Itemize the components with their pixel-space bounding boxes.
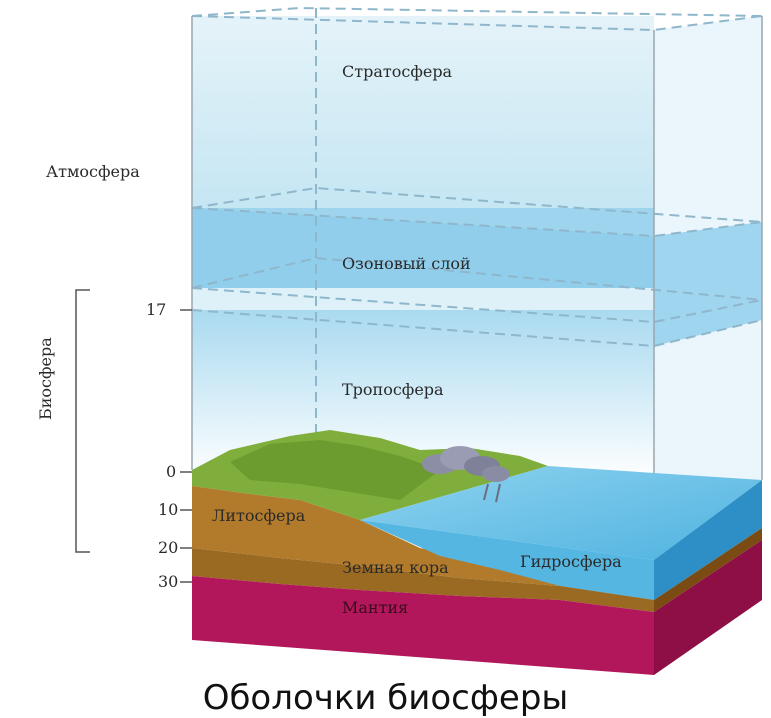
ozone-layer-label: Озоновый слой — [342, 254, 471, 273]
block-right-mantle — [654, 540, 762, 675]
block-right-water — [654, 480, 762, 600]
tick-label-20: 20 — [158, 538, 179, 557]
hydrosphere-front — [360, 520, 654, 600]
diagram-canvas — [75, 6, 763, 675]
ozone-gap — [192, 288, 654, 310]
hydrosphere-label: Гидросфера — [520, 552, 622, 571]
figure-caption: Оболочки биосферы — [202, 678, 569, 718]
water-surface — [360, 466, 762, 560]
crust-layer — [192, 548, 654, 612]
stratosphere-label: Стратосфера — [342, 62, 453, 81]
layer-boundaries — [191, 6, 763, 470]
lithosphere-label: Литосфера — [212, 506, 306, 525]
scale-tick-marks — [180, 309, 192, 583]
block-right-crust — [654, 528, 762, 612]
stratosphere-band — [192, 16, 654, 208]
land-hills — [230, 440, 440, 500]
tick-label-17: 17 — [146, 300, 167, 319]
tick-label-30: 30 — [158, 572, 179, 591]
mantle-label: Мантия — [342, 598, 409, 617]
troposphere-label: Тропосфера — [342, 380, 444, 399]
biosphere-label: Биосфера — [36, 337, 55, 420]
biosphere-diagram: Атмосфера Стратосфера Озоновый слой Троп… — [36, 6, 763, 718]
atmosphere-label: Атмосфера — [46, 162, 140, 181]
biosphere-bracket — [75, 289, 90, 553]
tick-label-0: 0 — [166, 462, 177, 481]
tick-label-10: 10 — [158, 500, 179, 519]
storm-cloud — [422, 446, 510, 503]
crust-label: Земная кора — [342, 558, 449, 577]
ozone-front — [192, 208, 654, 288]
mantle-layer — [192, 576, 654, 675]
